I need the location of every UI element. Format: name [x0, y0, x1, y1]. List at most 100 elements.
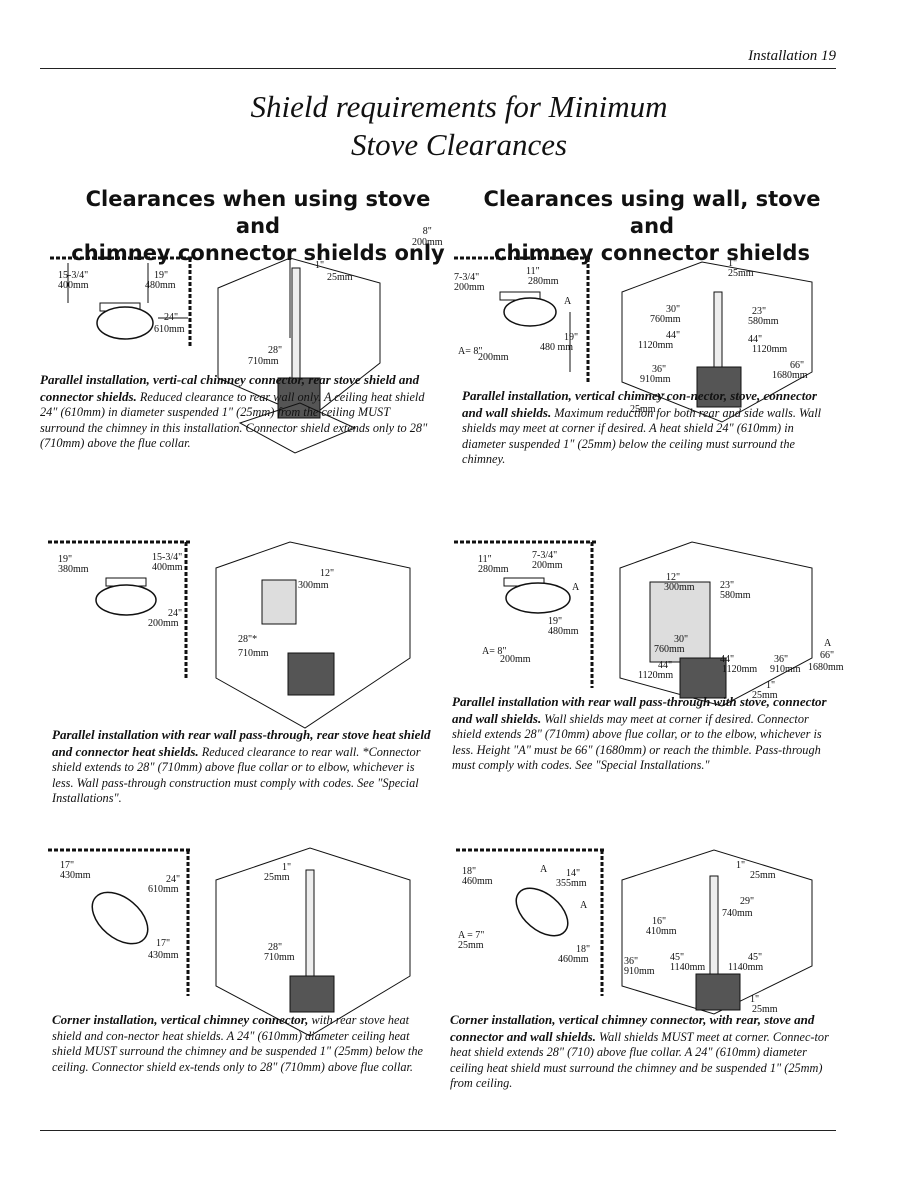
fig6-label: 45" — [748, 952, 762, 963]
title-line-1: Shield requirements for Minimum — [250, 89, 668, 124]
fig6-label: 29" — [740, 896, 754, 907]
fig3-label: 24" — [168, 608, 182, 619]
room-corner-icon — [621, 849, 813, 1015]
room-corner-icon — [621, 261, 813, 423]
figure-2-caption: Parallel installation, vertical chimney … — [462, 388, 836, 468]
fig6-label: A — [580, 900, 588, 911]
fig4-caption-text: Wall shields may meet at corner if desir… — [452, 711, 822, 773]
figure-4-caption: Parallel installation with rear wall pas… — [452, 694, 832, 774]
fig5-label: 1" — [282, 862, 291, 873]
fig2-label: 200mm — [454, 282, 485, 293]
fig2-label: 1" — [728, 258, 737, 269]
room-corner-icon — [619, 541, 813, 707]
fig3-label: 12" — [320, 568, 334, 579]
left-heading-line-2: chimney connector shields only — [71, 241, 445, 265]
fig2-label: 30" — [666, 304, 680, 315]
figure-2-diagram: 7-3/4" 200mm 11" 280mm A 19" 480 mm A= 8… — [452, 252, 832, 432]
fig5-label: 710mm — [264, 952, 295, 963]
stove-plan-view-icon — [454, 540, 596, 688]
left-heading-line-1: Clearances when using stove and — [85, 187, 431, 238]
fig4-label: A — [824, 638, 832, 649]
fig6-label: 25mm — [458, 940, 484, 951]
figure-3-caption: Parallel installation with rear wall pas… — [52, 727, 432, 807]
fig2-label: 25mm — [630, 404, 656, 415]
fig2-label: 760mm — [650, 314, 681, 325]
fig4-label: 23" — [720, 580, 734, 591]
fig1-top-note: 8" 200mm — [412, 226, 443, 248]
fig3-label: 300mm — [298, 580, 329, 591]
fig3-label: 19" — [58, 554, 72, 565]
fig2-label: 1120mm — [752, 344, 787, 355]
fig1-caption-heading: Parallel installation, verti-cal chimney… — [40, 372, 420, 404]
stove-plan-view-icon — [48, 848, 192, 996]
fig6-label: 1140mm — [728, 962, 763, 973]
fig2-label: A — [564, 296, 572, 307]
fig6-label: 16" — [652, 916, 666, 927]
fig3-label: 400mm — [152, 562, 183, 573]
fig2-label: 25mm — [728, 268, 754, 279]
fig2-label: 23" — [752, 306, 766, 317]
fig4-label: 200mm — [532, 560, 563, 571]
fig2-label: 44" — [748, 334, 762, 345]
fig6-label: 1140mm — [670, 962, 705, 973]
fig2-label: 36" — [652, 364, 666, 375]
fig3-label: 28"* — [238, 634, 257, 645]
fig6-label: 18" — [576, 944, 590, 955]
fig6-label: 14" — [566, 868, 580, 879]
fig1-label: 19" — [154, 270, 168, 281]
fig1-label: 610mm — [154, 324, 185, 335]
fig3-label: 200mm — [148, 618, 179, 629]
fig2-label: A= 8" — [458, 346, 482, 357]
figure-1-diagram: 15-3/4" 400mm 19" 480mm 24" 610mm 1" 25m… — [40, 228, 450, 488]
fig6-label: 910mm — [624, 966, 655, 977]
fig4-label: 36" — [774, 654, 788, 665]
fig2-label: 910mm — [640, 374, 671, 385]
fig4-label: 300mm — [664, 582, 695, 593]
fig2-label: 19" — [564, 332, 578, 343]
fig1-label: 400mm — [58, 280, 89, 291]
room-corner-icon — [217, 257, 381, 454]
figure-3-diagram: 19" 380mm 15-3/4" 400mm 24" 200mm 12" 30… — [40, 538, 420, 738]
fig1-label: 28" — [268, 345, 282, 356]
fig2-label: 1680mm — [772, 370, 808, 381]
fig6-label: 25mm — [752, 1004, 778, 1015]
fig2-caption-heading: Parallel installation, vertical chimney … — [462, 388, 817, 420]
fig3-caption-text: Reduced clearance to rear wall. *Connect… — [52, 744, 421, 806]
fig4-label: 11" — [478, 554, 492, 565]
fig4-label: 1120mm — [722, 664, 757, 675]
fig1-label: 15-3/4" — [58, 270, 88, 281]
fig4-label: 200mm — [500, 654, 531, 665]
right-column-heading: Clearances using wall, stove and chimney… — [462, 186, 842, 267]
page-title: Shield requirements for Minimum Stove Cl… — [0, 88, 918, 164]
room-corner-icon — [215, 541, 411, 729]
fig1-label: 710mm — [248, 356, 279, 367]
fig2-label: 66" — [790, 360, 804, 371]
room-corner-icon — [215, 847, 411, 1037]
fig6-label: 45" — [670, 952, 684, 963]
fig1-label: 1" — [315, 260, 324, 271]
figure-6-diagram: 18" 460mm A 14" 355mm A A = 7" 25mm 18" … — [452, 846, 832, 1016]
fig1-caption-text: Reduced clearance to rear wall only. A c… — [40, 389, 428, 451]
fig1-label: 25mm — [327, 272, 353, 283]
fig6-caption-heading: Corner installation, vertical chimney co… — [450, 1012, 815, 1044]
fig4-label: 1" — [766, 680, 775, 691]
fig5-label: 17" — [60, 860, 74, 871]
fig5-label: 17" — [156, 938, 170, 949]
fig3-caption-heading: Parallel installation with rear wall pas… — [52, 727, 431, 759]
fig5-label: 25mm — [264, 872, 290, 883]
fig3-label: 380mm — [58, 564, 89, 575]
fig1-note-mm: 200mm — [412, 237, 443, 248]
fig4-label: 25mm — [752, 690, 778, 701]
fig4-label: 66" — [820, 650, 834, 661]
fig4-label: 12" — [666, 572, 680, 583]
right-heading-line-2: chimney connector shields — [494, 241, 810, 265]
fig6-label: 1" — [736, 860, 745, 871]
fig3-label: 15-3/4" — [152, 552, 182, 563]
footer-rule — [40, 1130, 836, 1131]
fig4-label: 44" — [658, 660, 672, 671]
fig2-label: 200mm — [478, 352, 509, 363]
fig2-label: 1" — [656, 392, 665, 403]
left-column-heading: Clearances when using stove and chimney … — [68, 186, 448, 267]
stove-plan-view-icon — [48, 540, 190, 678]
fig2-label: 44" — [666, 330, 680, 341]
